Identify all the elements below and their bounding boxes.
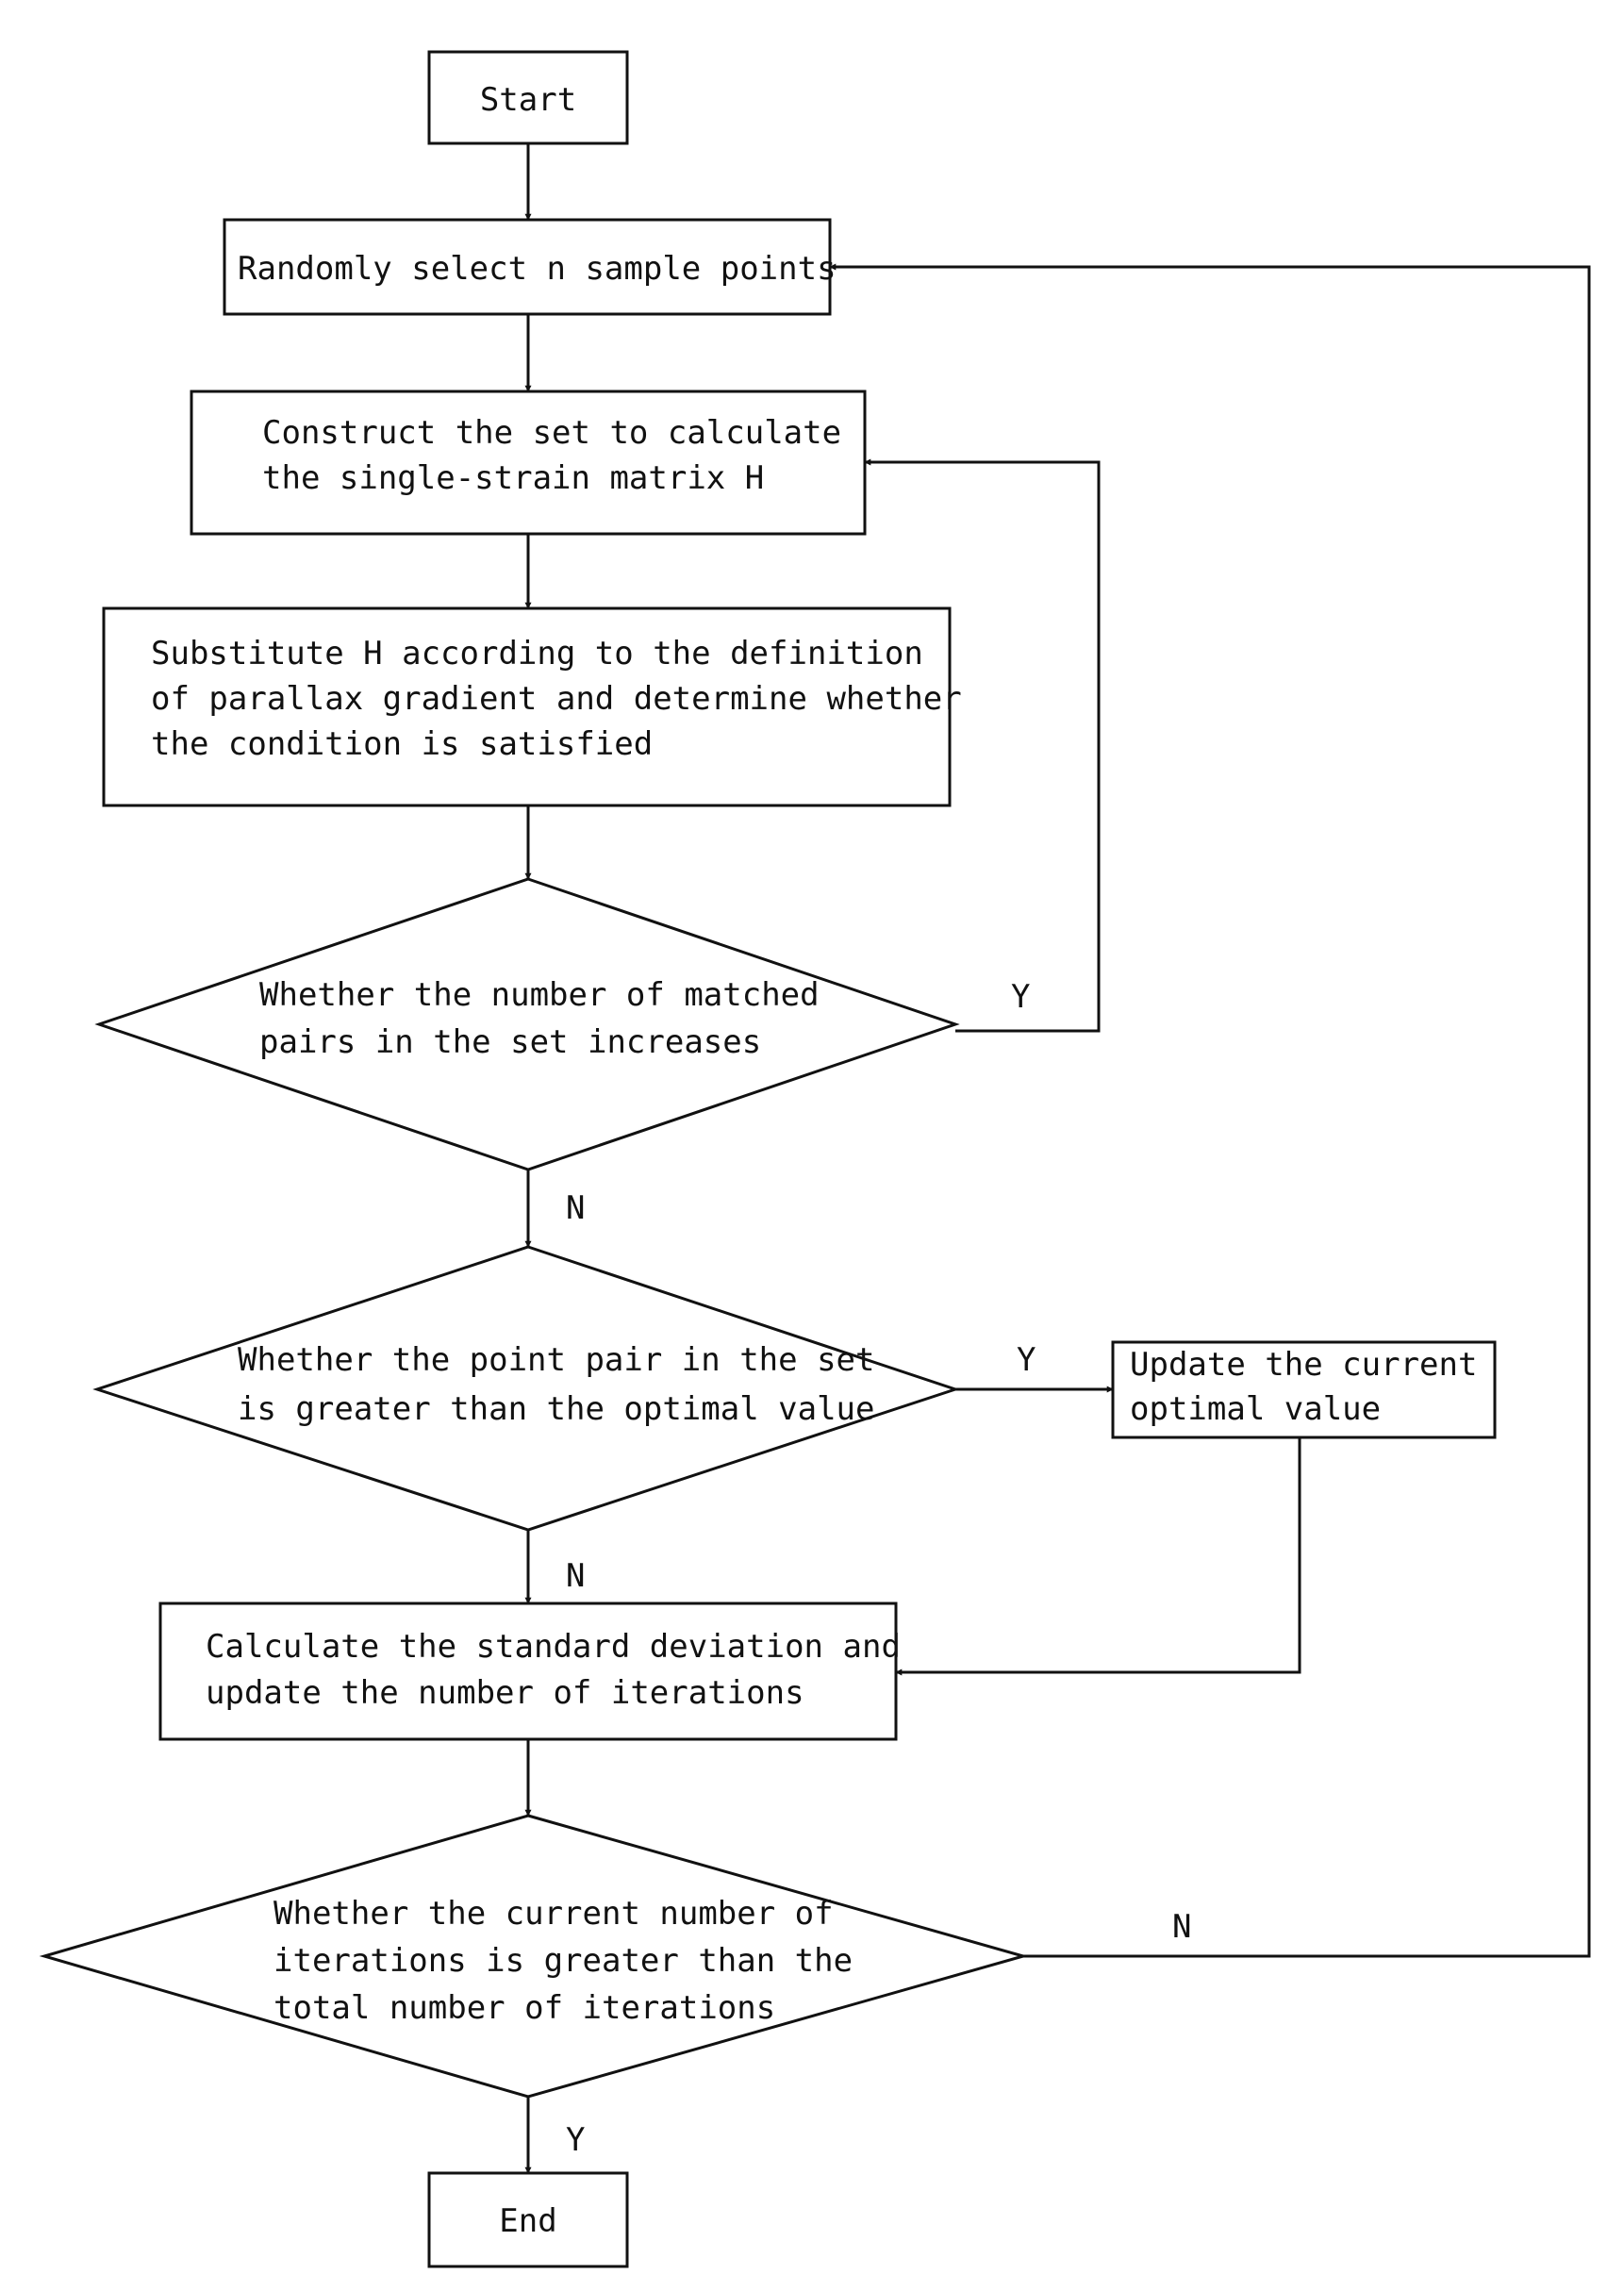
edge-labels: Y N Y N N Y <box>566 978 1191 2159</box>
substitute-h-label-line-3: the condition is satisfied <box>151 725 653 763</box>
matched-pairs-decision-node: Whether the number of matched pairs in t… <box>94 877 960 1171</box>
calc-std-box <box>158 1602 898 1741</box>
start-node: Start <box>427 50 629 145</box>
matched-no-label: N <box>566 1189 585 1227</box>
select-samples-node: Randomly select n sample points <box>223 218 837 316</box>
substitute-h-box <box>102 606 952 807</box>
construct-set-node: Construct the set to calculate the singl… <box>190 390 867 536</box>
construct-set-label-line-1: Construct the set to calculate <box>262 414 841 452</box>
calc-std-label-line-1: Calculate the standard deviation and <box>206 1628 901 1666</box>
matched-pairs-diamond <box>94 877 960 1171</box>
calc-std-node: Calculate the standard deviation and upd… <box>158 1602 901 1741</box>
substitute-h-label-line-2: of parallax gradient and determine wheth… <box>151 680 962 718</box>
optimal-label-line-1: Whether the point pair in the set <box>238 1341 875 1379</box>
select-samples-label: Randomly select n sample points <box>238 250 837 288</box>
iterations-label-line-2: iterations is greater than the <box>273 1942 853 1980</box>
start-box <box>427 50 629 145</box>
edges <box>524 143 1591 2174</box>
edge-update-to-calc <box>895 1437 1301 1676</box>
update-optimal-node: Update the current optimal value <box>1111 1340 1497 1439</box>
end-box <box>427 2171 629 2268</box>
iterations-diamond <box>39 1814 1029 2099</box>
matched-pairs-label-line-2: pairs in the set increases <box>259 1023 761 1061</box>
optimal-label-line-2: is greater than the optimal value <box>238 1390 875 1428</box>
optimal-decision-node: Whether the point pair in the set is gre… <box>92 1245 960 1532</box>
optimal-no-label: N <box>566 1557 585 1595</box>
iterations-no-label: N <box>1172 1908 1191 1946</box>
edge-iterations-no-loop <box>829 263 1591 1958</box>
optimal-diamond <box>92 1245 960 1532</box>
iterations-yes-label: Y <box>566 2121 585 2159</box>
select-samples-box <box>223 218 832 316</box>
calc-std-label-line-2: update the number of iterations <box>206 1674 804 1712</box>
update-optimal-label-line-1: Update the current <box>1130 1346 1477 1384</box>
end-node: End <box>427 2171 629 2268</box>
update-optimal-label-line-2: optimal value <box>1130 1390 1381 1428</box>
construct-set-label-line-2: the single-strain matrix H <box>262 459 764 497</box>
matched-yes-label: Y <box>1011 978 1030 1016</box>
construct-set-box <box>190 390 867 536</box>
matched-pairs-label-line-1: Whether the number of matched <box>259 976 820 1014</box>
end-label: End <box>499 2202 556 2240</box>
substitute-h-label-line-1: Substitute H according to the definition <box>151 635 923 672</box>
iterations-decision-node: Whether the current number of iterations… <box>39 1814 1029 2099</box>
optimal-yes-label: Y <box>1017 1341 1036 1379</box>
iterations-label-line-3: total number of iterations <box>273 1989 775 2027</box>
start-label: Start <box>480 81 576 119</box>
edge-matched-yes-loop <box>864 458 1101 1033</box>
substitute-h-node: Substitute H according to the definition… <box>102 606 962 807</box>
iterations-label-line-1: Whether the current number of <box>273 1895 834 1933</box>
update-optimal-box <box>1111 1340 1497 1439</box>
